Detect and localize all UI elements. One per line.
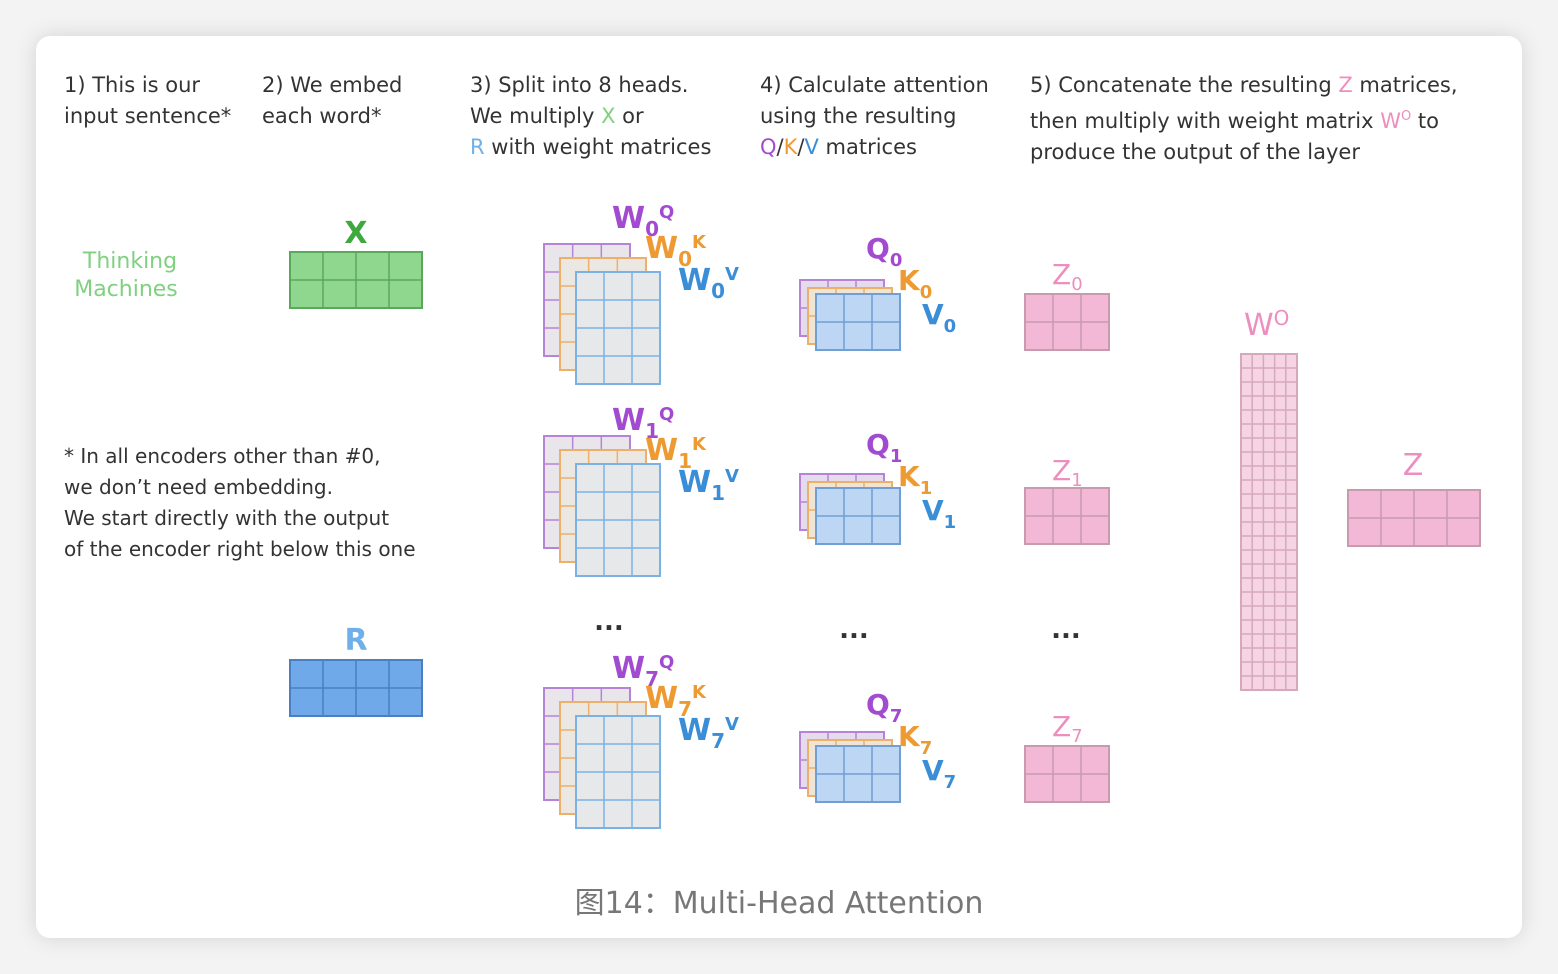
- step-4-caption: 4) Calculate attention using the resulti…: [760, 73, 989, 159]
- wq-label-head-7: W7Q: [612, 651, 674, 691]
- z-grid: [1024, 745, 1110, 803]
- wq-label-head-1: W1Q: [612, 403, 674, 443]
- wo-grid-cells: [1240, 353, 1298, 691]
- input-word-machines: Machines: [74, 277, 178, 302]
- wv-matrix: [575, 463, 661, 577]
- z-label-head-1: Z1: [1052, 454, 1083, 491]
- svg-text:of the encoder right below thi: of the encoder right below this one: [64, 537, 416, 561]
- v-label-head-1: V1: [922, 494, 956, 533]
- v-matrix: [815, 487, 901, 545]
- input-word-thinking: Thinking: [82, 249, 177, 274]
- wv-matrix: [575, 715, 661, 829]
- wo-label: WO: [1244, 306, 1289, 343]
- z-matrix-head-1: [1024, 487, 1110, 545]
- wk-label-head-7: W7K: [645, 681, 707, 721]
- x-label: X: [344, 216, 367, 251]
- wv-label-head-7: W7V: [678, 713, 739, 753]
- ellipsis-weights: ...: [594, 607, 624, 637]
- step-3-caption: 3) Split into 8 heads. We multiply X or …: [470, 73, 712, 159]
- ellipsis-qkv: ...: [839, 615, 869, 645]
- wv-label-head-1: W1V: [678, 465, 739, 505]
- q-label-head-1: Q1: [866, 428, 902, 467]
- qkv-matrices-head-1: [799, 473, 901, 545]
- wk-label-head-0: W0K: [645, 231, 707, 271]
- z-matrix-head-7: [1024, 745, 1110, 803]
- v-matrix: [815, 293, 901, 351]
- q-label-head-7: Q7: [866, 688, 902, 727]
- svg-text:We start directly with the out: We start directly with the output: [64, 506, 389, 530]
- wv-label-head-0: W0V: [678, 263, 739, 303]
- encoder-output-matrix-r: [289, 659, 423, 717]
- weight-matrices-head-7: [543, 687, 661, 829]
- z-output-label: Z: [1403, 448, 1424, 483]
- output-matrix-z: [1347, 489, 1481, 547]
- output-weight-matrix-wo: [1240, 353, 1298, 691]
- k-label-head-7: K7: [898, 720, 932, 759]
- weight-matrices-head-0: [543, 243, 661, 385]
- z-label-head-7: Z7: [1052, 710, 1083, 747]
- ellipsis-z: ...: [1051, 615, 1081, 645]
- weight-matrices-head-1: [543, 435, 661, 577]
- q-label-head-0: Q0: [866, 232, 902, 271]
- embedding-matrix-x: [289, 251, 423, 309]
- k-label-head-0: K0: [898, 264, 932, 303]
- z-grid: [1024, 487, 1110, 545]
- zout-grid-cells: [1347, 489, 1481, 547]
- ellipses: ... ... ...: [594, 607, 1081, 645]
- wk-label-head-1: W1K: [645, 433, 707, 473]
- qkv-matrices-head-0: [799, 279, 901, 351]
- step-5-caption: 5) Concatenate the resulting Z matrices,…: [1030, 73, 1458, 164]
- v-matrix: [815, 745, 901, 803]
- wq-label-head-0: W0Q: [612, 201, 674, 241]
- qkv-labels: Q0 K0 V0 Q1 K1 V1 Q7 K7 V7: [866, 232, 956, 793]
- r-grid: [289, 659, 423, 717]
- z-matrix-head-0: [1024, 293, 1110, 351]
- figure-caption: 图14：Multi-Head Attention: [574, 886, 984, 921]
- z-labels: Z0 Z1 Z7: [1052, 258, 1083, 747]
- v-label-head-7: V7: [922, 754, 956, 793]
- input-sentence: Thinking Machines: [74, 249, 178, 302]
- svg-text:we don’t need embedding.: we don’t need embedding.: [64, 475, 333, 499]
- r-label: R: [344, 623, 367, 658]
- z-label-head-0: Z0: [1052, 258, 1083, 295]
- wv-matrix: [575, 271, 661, 385]
- encoder-note: * In all encoders other than #0, we don’…: [64, 444, 416, 561]
- qkv-matrices-head-7: [799, 731, 901, 803]
- weight-labels: W0Q W0K W0V W1Q W1K W1V W7Q W7K W7V: [612, 201, 739, 753]
- x-grid: [289, 251, 423, 309]
- svg-text:* In all encoders other than #: * In all encoders other than #0,: [64, 444, 381, 468]
- z-grid: [1024, 293, 1110, 351]
- k-label-head-1: K1: [898, 460, 932, 499]
- v-label-head-0: V0: [922, 298, 956, 337]
